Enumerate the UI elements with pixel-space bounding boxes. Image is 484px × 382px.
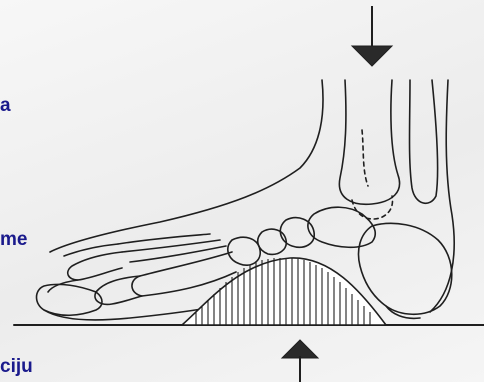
leg-front-outline <box>50 80 323 252</box>
talus-dome-dashed <box>352 196 393 219</box>
arrow-down-icon <box>352 6 392 66</box>
arrow-up-icon <box>282 340 318 382</box>
cuboid <box>228 237 260 265</box>
talus-neck-dashed <box>362 130 368 186</box>
heel-sole <box>386 306 420 318</box>
calcaneus <box>359 223 452 314</box>
tibia <box>339 80 399 204</box>
sole-outline <box>44 308 208 320</box>
leg-back-outline <box>430 80 454 312</box>
metatarsal-2 <box>130 246 226 262</box>
arch-support <box>182 258 386 325</box>
talus <box>308 207 375 247</box>
fibula <box>410 80 438 203</box>
cuneiform <box>258 229 287 254</box>
toe-2 <box>68 252 122 280</box>
